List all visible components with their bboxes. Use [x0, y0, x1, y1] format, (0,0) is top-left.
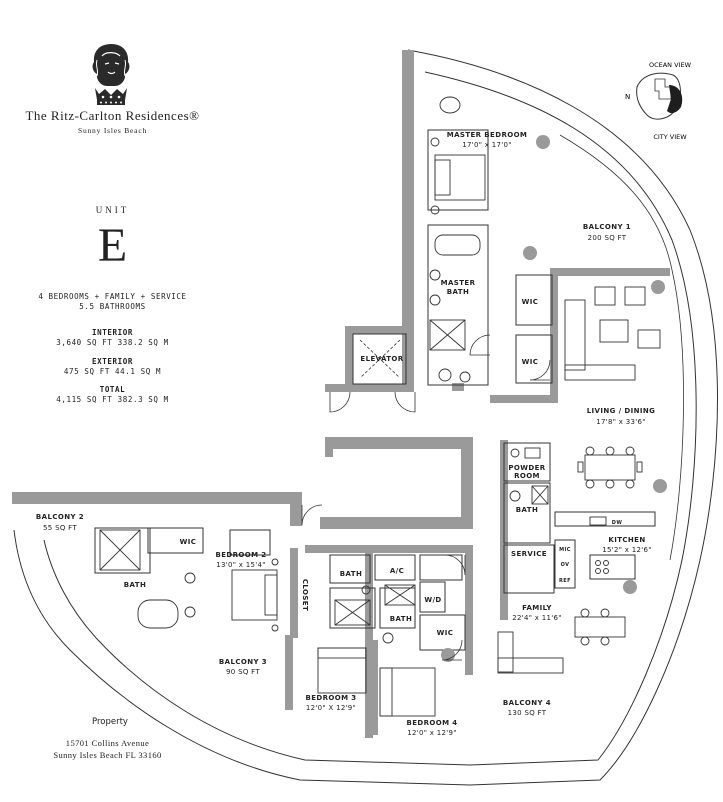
family-dims: 22'4" x 11'6" — [512, 614, 562, 622]
bath-center2-label: BATH — [390, 615, 412, 623]
service-fixtures — [509, 447, 549, 505]
master-bath-line1: MASTER — [441, 279, 476, 287]
bathrooms-summary: 5.5 BATHROOMS — [79, 302, 146, 311]
lion-crest-logo — [92, 44, 130, 105]
master-bedroom-furniture — [429, 96, 486, 383]
bedroom4-dims: 12'0" x 12'9" — [407, 729, 457, 737]
ref-label: REF — [559, 578, 571, 584]
north-label: N — [625, 93, 630, 101]
wic-bed2-label: WIC — [180, 538, 197, 546]
kitchen-name: KITCHEN — [608, 536, 645, 544]
bath-service-label: BATH — [516, 506, 538, 514]
key-plan: OCEAN VIEW N CITY VIEW — [625, 61, 692, 141]
bedroom4-name: BEDROOM 4 — [406, 719, 457, 727]
balcony4-dims: 130 SQ FT — [508, 709, 547, 717]
family-name: FAMILY — [522, 604, 552, 612]
total-label: TOTAL — [99, 385, 126, 394]
unit-letter: E — [97, 219, 128, 272]
elevator — [359, 339, 401, 379]
bath-bed2-label: BATH — [124, 581, 146, 589]
living-dining-dims: 17'8" x 33'6" — [596, 418, 646, 426]
bedroom3-name: BEDROOM 3 — [305, 694, 356, 702]
dw-label: DW — [612, 520, 623, 526]
elevator-label: ELEVATOR — [360, 355, 403, 363]
room-outlines — [94, 129, 555, 651]
balcony2-dims: 55 SQ FT — [43, 524, 77, 532]
living-dining-name: LIVING / DINING — [587, 407, 656, 415]
outer-envelope — [13, 49, 718, 786]
city-view-label: CITY VIEW — [653, 133, 687, 141]
address-street: 15701 Collins Avenue — [65, 738, 150, 748]
closet-label: CLOSET — [301, 579, 309, 611]
ov-label: OV — [561, 562, 570, 568]
service-label: SERVICE — [511, 550, 547, 558]
inner-envelope — [43, 71, 697, 766]
balcony4-name: BALCONY 4 — [503, 699, 551, 707]
wic-master-2-label: WIC — [522, 358, 539, 366]
bedroom3-dims: 12'0" X 12'9" — [306, 704, 356, 712]
bedroom2-dims: 13'0" x 15'4" — [216, 561, 266, 569]
wic-bed4-label: WIC — [437, 629, 454, 637]
address-city: Sunny Isles Beach FL 33160 — [53, 750, 162, 760]
powder-room-line2: ROOM — [514, 472, 540, 480]
family-furniture — [497, 608, 626, 674]
info-panel: The Ritz-Carlton Residences® Sunny Isles… — [0, 0, 230, 802]
door-swings — [301, 334, 551, 661]
ac-label: A/C — [390, 567, 404, 575]
kitchen-dims: 15'2" x 12'6" — [602, 546, 652, 554]
interior-label: INTERIOR — [92, 328, 133, 337]
columns — [441, 135, 667, 662]
unit-label: UNIT — [95, 205, 130, 215]
bedroom2-furniture — [99, 529, 279, 632]
living-furniture — [564, 286, 661, 489]
balcony3-name: BALCONY 3 — [219, 658, 267, 666]
mic-label: MIC — [559, 547, 571, 553]
master-bedroom-dims: 17'0" x 17'0" — [462, 141, 512, 149]
balcony1-dims: 200 SQ FT — [588, 234, 627, 242]
address-title: Property — [92, 717, 128, 727]
brand-name: The Ritz-Carlton Residences® — [25, 108, 200, 123]
ocean-view-label: OCEAN VIEW — [649, 61, 692, 69]
master-bath-line2: BATH — [447, 288, 469, 296]
wic-master-1-label: WIC — [522, 298, 539, 306]
bedrooms-summary: 4 BEDROOMS + FAMILY + SERVICE — [38, 292, 187, 301]
wd-label: W/D — [424, 596, 441, 604]
balcony3-dims: 90 SQ FT — [226, 668, 260, 676]
brand-location: Sunny Isles Beach — [77, 126, 147, 135]
exterior-label: EXTERIOR — [92, 357, 133, 366]
balcony1-name: BALCONY 1 — [583, 223, 631, 231]
total-value: 4,115 SQ FT 382.3 SQ M — [56, 395, 169, 404]
master-bedroom-name: MASTER BEDROOM — [447, 131, 528, 139]
bedroom2-name: BEDROOM 2 — [215, 551, 266, 559]
bedroom34-furniture — [317, 584, 436, 717]
powder-room-line1: POWDER — [508, 464, 545, 472]
interior-value: 3,640 SQ FT 338.2 SQ M — [56, 338, 169, 347]
bath-center-label: BATH — [340, 570, 362, 578]
kitchen-fixtures — [554, 511, 656, 589]
balcony2-name: BALCONY 2 — [36, 513, 84, 521]
exterior-value: 475 SQ FT 44.1 SQ M — [63, 367, 162, 376]
walls — [12, 50, 670, 738]
